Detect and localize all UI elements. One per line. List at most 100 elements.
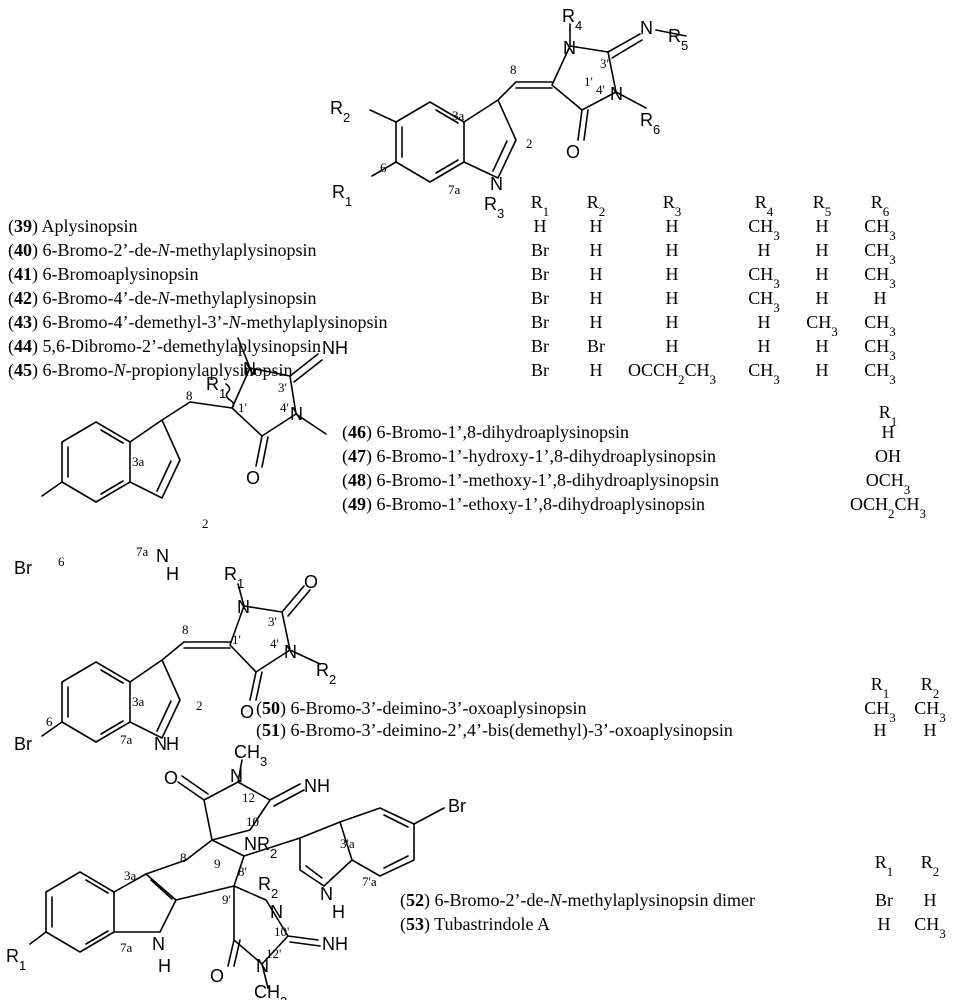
s4-ch3-bottom: CH3 — [254, 982, 287, 1000]
s1-r3: R3 — [484, 194, 504, 221]
table-cell: CH3 — [864, 312, 896, 339]
s1-r2: R2 — [330, 98, 350, 125]
s3-bromo: Br — [14, 734, 32, 754]
table-cell: Br — [531, 264, 549, 284]
compound-label: (50) 6-Bromo-3’-deimino-3’-oxoaplysinops… — [256, 698, 586, 719]
table-cell: H — [590, 288, 603, 308]
s1-r1: R1 — [332, 182, 352, 209]
s4-r1: R1 — [6, 946, 26, 973]
s4-bromo: Br — [448, 796, 466, 816]
s4-r2-bottom: R2 — [258, 874, 278, 901]
s2-num-3p: 3' — [278, 380, 287, 395]
s3-r2: R2 — [316, 660, 336, 687]
s4-num-3pa: 3'a — [340, 836, 355, 851]
col-header: R1 — [531, 192, 550, 219]
col-header: R3 — [663, 192, 682, 219]
s3-n-indole: N — [154, 734, 167, 754]
s1-r6: R6 — [640, 110, 660, 137]
s4-n3: N — [256, 956, 269, 976]
compound-label: (40) 6-Bromo-2’-de-N-methylaplysinopsin — [8, 240, 316, 261]
s4-h-indole-right: H — [332, 902, 345, 922]
s1-n4: N — [610, 84, 623, 104]
s2-num-4p: 4' — [280, 400, 289, 415]
s2-num-3a: 3a — [132, 454, 145, 469]
table-cell: H — [590, 216, 603, 236]
table-cell: Br — [531, 360, 549, 380]
s4-n-indole-right: N — [320, 884, 333, 904]
table-cell: H — [816, 288, 829, 308]
s4-num-12p: 12' — [266, 946, 281, 961]
compound-label: (48) 6-Bromo-1’-methoxy-1’,8-dihydroaply… — [342, 470, 719, 491]
s4-num-7pa: 7'a — [362, 874, 377, 889]
table-cell: H — [590, 360, 603, 380]
s3-r1: R1 — [224, 564, 244, 591]
table-cell: CH3 — [748, 264, 780, 291]
s2-num-7a: 7a — [136, 544, 149, 559]
s1-num-1p: 1' — [584, 74, 593, 89]
table-cell: OCH2CH3 — [850, 494, 926, 521]
s4-num-10: 10 — [246, 814, 259, 829]
s4-nh-bottom: NH — [322, 934, 348, 954]
table-cell: H — [874, 288, 887, 308]
s2-oxygen: O — [246, 468, 260, 488]
table-cell: CH3 — [748, 216, 780, 243]
s4-num-7a: 7a — [120, 940, 133, 955]
table-cell: Br — [531, 312, 549, 332]
structure-aplysinopsin: R4 N N R5 N R6 O R2 R1 N R3 8 1' 3' 4' 3… — [330, 6, 688, 221]
table-cell: H — [882, 422, 895, 442]
col-header: R5 — [813, 192, 832, 219]
table-cell: H — [758, 312, 771, 332]
table-cell: H — [816, 336, 829, 356]
structure-oxoaplysinopsin: R1 N O N R2 O Br N H 8 1' 3' 4' 3a 2 6 7… — [14, 564, 336, 754]
s3-num-7a: 7a — [120, 732, 133, 747]
structure-dimer: O N CH3 NH NR2 Br R2 N NH O N CH3 R1 N H… — [6, 742, 466, 1000]
table-cell: CH3 — [748, 360, 780, 387]
table-cell: H — [878, 914, 891, 934]
table-cell: Br — [587, 336, 605, 356]
compound-label: (53) Tubastrindole A — [400, 914, 550, 935]
col-header: R1 — [879, 402, 898, 429]
col-header: R1 — [875, 852, 894, 879]
table-cell: CH3 — [806, 312, 838, 339]
s2-n-indole: N — [156, 546, 169, 566]
table-cell: H — [534, 216, 547, 236]
s4-num-8p: 8' — [238, 864, 247, 879]
structure-dihydroaplysinopsin: NH R1 N N O Br N H 8 1' 3' 4' 3a 2 6 7a — [14, 337, 348, 584]
s1-n-indole: N — [490, 174, 503, 194]
compound-label: (45) 6-Bromo-N-propionylaplysinopsin — [8, 360, 293, 381]
table-cell: H — [924, 720, 937, 740]
table-cell: H — [666, 216, 679, 236]
table-cell: H — [758, 240, 771, 260]
compound-label: (46) 6-Bromo-1’,8-dihydroaplysinopsin — [342, 422, 629, 443]
s4-num-8: 8 — [180, 850, 187, 865]
compound-label: (43) 6-Bromo-4’-demethyl-3’-N-methylaply… — [8, 312, 387, 333]
table-cell: OCCH2CH3 — [628, 360, 716, 387]
s2-h-indole: H — [166, 564, 179, 584]
col-header: R2 — [921, 674, 940, 701]
compound-label: (52) 6-Bromo-2’-de-N-methylaplysinopsin … — [400, 890, 755, 911]
table-cell: CH3 — [864, 240, 896, 267]
s3-h-indole: H — [166, 734, 179, 754]
s1-num-3a: 3a — [452, 108, 465, 123]
table-cell: H — [590, 240, 603, 260]
col-header: R1 — [871, 674, 890, 701]
table-cell: H — [816, 264, 829, 284]
s3-num-6: 6 — [46, 714, 53, 729]
s1-n-imine: N — [640, 18, 653, 38]
s4-ch3-top: CH3 — [234, 742, 267, 769]
compound-label: (42) 6-Bromo-4’-de-N-methylaplysinopsin — [8, 288, 316, 309]
s4-h-indole-left: H — [158, 956, 171, 976]
col-header: R6 — [871, 192, 890, 219]
s4-oxygen-bottom: O — [210, 966, 224, 986]
s2-num-1p: 1' — [238, 400, 247, 415]
table-cell: H — [758, 336, 771, 356]
s4-nr2: NR2 — [244, 834, 277, 861]
table-cell: H — [666, 240, 679, 260]
s4-oxygen-top: O — [164, 768, 178, 788]
table-cell: CH3 — [914, 698, 946, 725]
s3-num-4p: 4' — [270, 636, 279, 651]
table-cell: CH3 — [748, 288, 780, 315]
s1-num-7a: 7a — [448, 182, 461, 197]
